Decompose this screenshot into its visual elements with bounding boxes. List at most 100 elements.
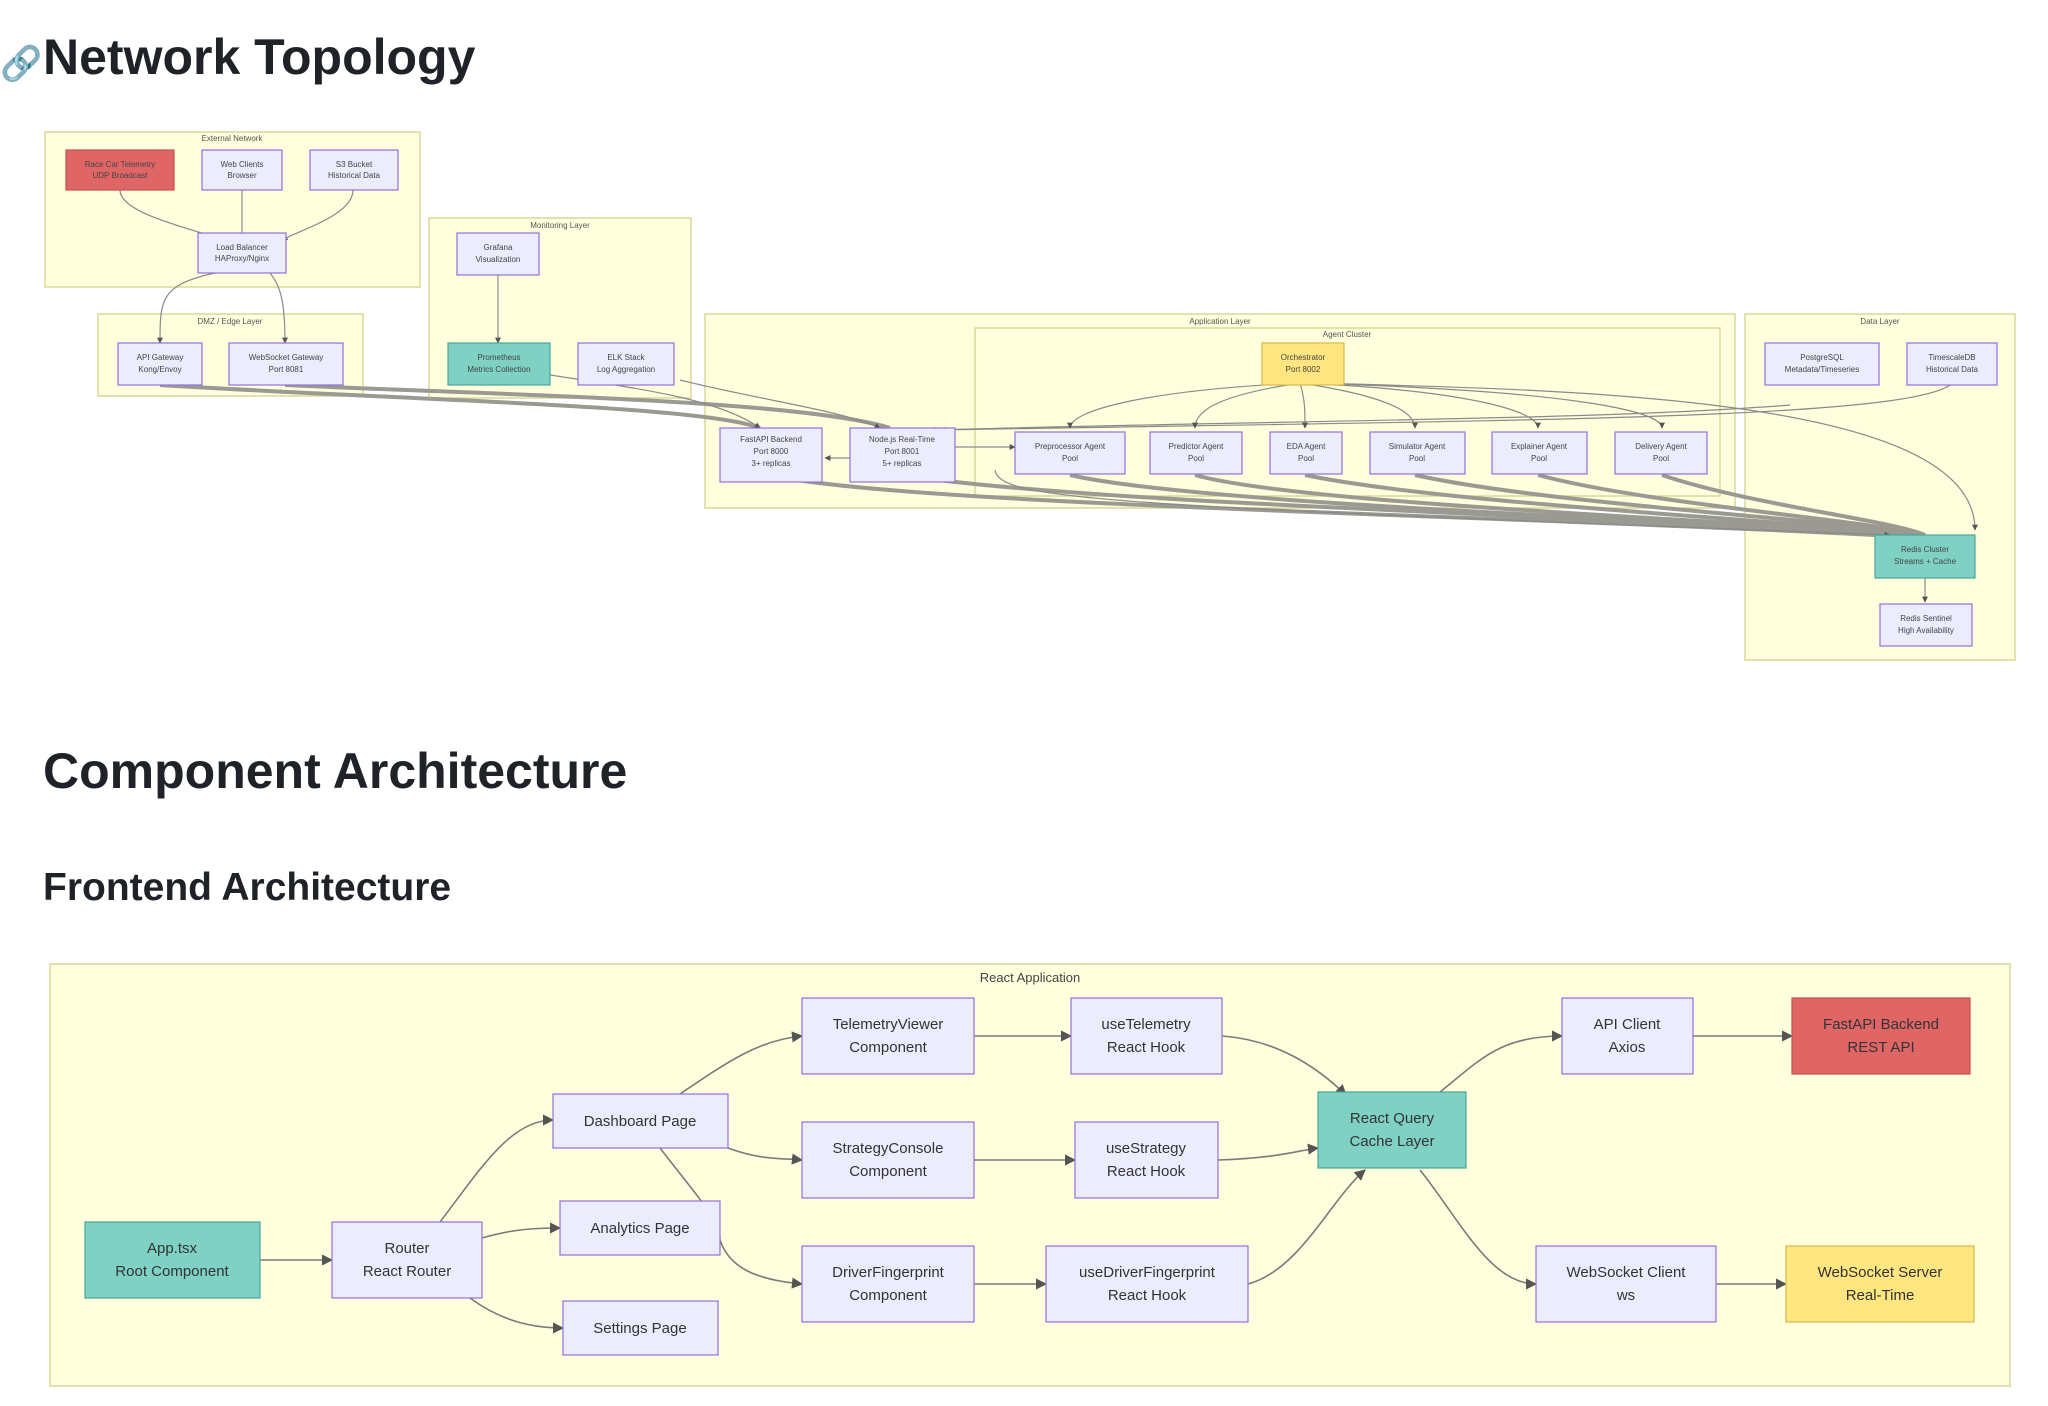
node-timescaledb: TimescaleDB Historical Data xyxy=(1906,342,1998,386)
svg-text:TelemetryViewer: TelemetryViewer xyxy=(833,1016,944,1033)
svg-text:Race Car Telemetry: Race Car Telemetry xyxy=(85,160,156,169)
svg-text:High Availability: High Availability xyxy=(1898,626,1954,635)
svg-text:Pool: Pool xyxy=(1298,454,1314,463)
svg-text:Redis Cluster: Redis Cluster xyxy=(1901,545,1949,554)
node-analytics-page: Analytics Page xyxy=(559,1200,721,1256)
heading-frontend-architecture: Frontend Architecture xyxy=(43,866,452,909)
svg-text:useStrategy: useStrategy xyxy=(1106,1140,1187,1157)
node-websocket-server: WebSocket Server Real-Time xyxy=(1785,1245,1975,1323)
node-use-telemetry: useTelemetry React Hook xyxy=(1070,997,1223,1075)
node-websocket-client: WebSocket Client ws xyxy=(1535,1245,1717,1323)
svg-text:Metrics Collection: Metrics Collection xyxy=(467,365,530,374)
svg-text:Component: Component xyxy=(849,1287,927,1304)
svg-text:ELK Stack: ELK Stack xyxy=(607,353,645,362)
svg-text:React Hook: React Hook xyxy=(1108,1287,1187,1304)
svg-text:WebSocket Client: WebSocket Client xyxy=(1567,1264,1687,1281)
node-api-client: API Client Axios xyxy=(1561,997,1694,1075)
svg-text:Pool: Pool xyxy=(1531,454,1547,463)
svg-text:React Hook: React Hook xyxy=(1107,1039,1186,1056)
svg-text:Node.js Real-Time: Node.js Real-Time xyxy=(869,435,935,444)
svg-text:5+ replicas: 5+ replicas xyxy=(883,459,922,468)
svg-text:TimescaleDB: TimescaleDB xyxy=(1928,353,1975,362)
node-s3-bucket: S3 Bucket Historical Data xyxy=(309,149,399,191)
svg-text:React Hook: React Hook xyxy=(1107,1163,1186,1180)
node-delivery-agent: Delivery Agent Pool xyxy=(1614,431,1708,475)
svg-text:Kong/Envoy: Kong/Envoy xyxy=(138,365,181,374)
svg-text:3+ replicas: 3+ replicas xyxy=(752,459,791,468)
svg-text:App.tsx: App.tsx xyxy=(147,1240,198,1257)
node-preprocessor-agent: Preprocessor Agent Pool xyxy=(1014,431,1126,475)
node-eda-agent: EDA Agent Pool xyxy=(1269,431,1343,475)
svg-text:Axios: Axios xyxy=(1609,1039,1646,1056)
svg-text:Redis Sentinel: Redis Sentinel xyxy=(1900,614,1952,623)
node-use-driver-fingerprint: useDriverFingerprint React Hook xyxy=(1045,1245,1249,1323)
svg-text:Grafana: Grafana xyxy=(484,243,513,252)
node-react-query: React Query Cache Layer xyxy=(1317,1091,1467,1169)
node-settings-page: Settings Page xyxy=(562,1300,719,1356)
node-nodejs-realtime: Node.js Real-Time Port 8001 5+ replicas xyxy=(849,427,956,483)
node-orchestrator: Orchestrator Port 8002 xyxy=(1261,342,1345,386)
node-router: Router React Router xyxy=(331,1221,483,1299)
svg-text:StrategyConsole: StrategyConsole xyxy=(833,1140,944,1157)
cluster-external-label: External Network xyxy=(202,134,264,143)
svg-text:API Client: API Client xyxy=(1594,1016,1662,1033)
svg-text:Streams + Cache: Streams + Cache xyxy=(1894,557,1957,566)
svg-text:Router: Router xyxy=(384,1240,429,1257)
svg-text:Metadata/Timeseries: Metadata/Timeseries xyxy=(1785,365,1859,374)
svg-text:HAProxy/Nginx: HAProxy/Nginx xyxy=(215,254,269,263)
svg-text:Orchestrator: Orchestrator xyxy=(1281,353,1326,362)
svg-text:React Router: React Router xyxy=(363,1263,451,1280)
node-elk-stack: ELK Stack Log Aggregation xyxy=(577,342,675,386)
node-driver-fingerprint: DriverFingerprint Component xyxy=(801,1245,975,1323)
svg-text:Pool: Pool xyxy=(1062,454,1078,463)
svg-text:UDP Broadcast: UDP Broadcast xyxy=(93,171,149,180)
svg-text:FastAPI Backend: FastAPI Backend xyxy=(1823,1016,1939,1033)
node-predictor-agent: Predictor Agent Pool xyxy=(1149,431,1243,475)
svg-text:Port 8002: Port 8002 xyxy=(1286,365,1321,374)
svg-text:React Query: React Query xyxy=(1350,1110,1435,1127)
node-dashboard-page: Dashboard Page xyxy=(552,1093,729,1149)
svg-text:Load Balancer: Load Balancer xyxy=(216,243,268,252)
cluster-monitoring-label: Monitoring Layer xyxy=(530,221,590,230)
link-icon[interactable]: 🔗 xyxy=(0,45,43,83)
node-postgresql: PostgreSQL Metadata/Timeseries xyxy=(1764,342,1880,386)
svg-text:Historical Data: Historical Data xyxy=(1926,365,1979,374)
svg-text:Pool: Pool xyxy=(1188,454,1204,463)
svg-text:ws: ws xyxy=(1616,1287,1635,1304)
heading-network-topology: Network Topology xyxy=(43,29,476,85)
svg-text:Prometheus: Prometheus xyxy=(477,353,520,362)
node-explainer-agent: Explainer Agent Pool xyxy=(1491,431,1588,475)
node-grafana: Grafana Visualization xyxy=(456,232,540,276)
cluster-application-label: Application Layer xyxy=(1189,317,1251,326)
node-strategy-console: StrategyConsole Component xyxy=(801,1121,975,1199)
svg-text:Visualization: Visualization xyxy=(476,255,521,264)
svg-text:EDA Agent: EDA Agent xyxy=(1287,442,1326,451)
svg-text:PostgreSQL: PostgreSQL xyxy=(1800,353,1844,362)
svg-text:Dashboard Page: Dashboard Page xyxy=(584,1113,697,1130)
node-prometheus: Prometheus Metrics Collection xyxy=(447,342,551,386)
svg-text:WebSocket Gateway: WebSocket Gateway xyxy=(249,353,324,362)
svg-text:Web Clients: Web Clients xyxy=(221,160,264,169)
svg-text:Pool: Pool xyxy=(1653,454,1669,463)
svg-text:FastAPI Backend: FastAPI Backend xyxy=(740,435,802,444)
svg-text:Pool: Pool xyxy=(1409,454,1425,463)
svg-text:Simulator Agent: Simulator Agent xyxy=(1389,442,1446,451)
svg-text:Cache Layer: Cache Layer xyxy=(1349,1133,1434,1150)
cluster-react-application xyxy=(49,963,2011,1387)
svg-text:Analytics Page: Analytics Page xyxy=(590,1220,689,1237)
cluster-dmz-label: DMZ / Edge Layer xyxy=(198,317,263,326)
node-redis-sentinel: Redis Sentinel High Availability xyxy=(1879,603,1973,647)
svg-text:Port 8001: Port 8001 xyxy=(885,447,920,456)
svg-text:useTelemetry: useTelemetry xyxy=(1101,1016,1191,1033)
node-load-balancer: Load Balancer HAProxy/Nginx xyxy=(197,232,287,274)
svg-text:API Gateway: API Gateway xyxy=(137,353,184,362)
cluster-agent-label: Agent Cluster xyxy=(1323,330,1372,339)
svg-text:Predictor Agent: Predictor Agent xyxy=(1169,442,1224,451)
svg-text:S3 Bucket: S3 Bucket xyxy=(336,160,373,169)
node-websocket-gateway: WebSocket Gateway Port 8081 xyxy=(228,342,344,386)
node-telemetry-viewer: TelemetryViewer Component xyxy=(801,997,975,1075)
svg-text:Preprocessor Agent: Preprocessor Agent xyxy=(1035,442,1106,451)
cluster-data-label: Data Layer xyxy=(1860,317,1899,326)
node-redis-cluster: Redis Cluster Streams + Cache xyxy=(1874,534,1976,579)
